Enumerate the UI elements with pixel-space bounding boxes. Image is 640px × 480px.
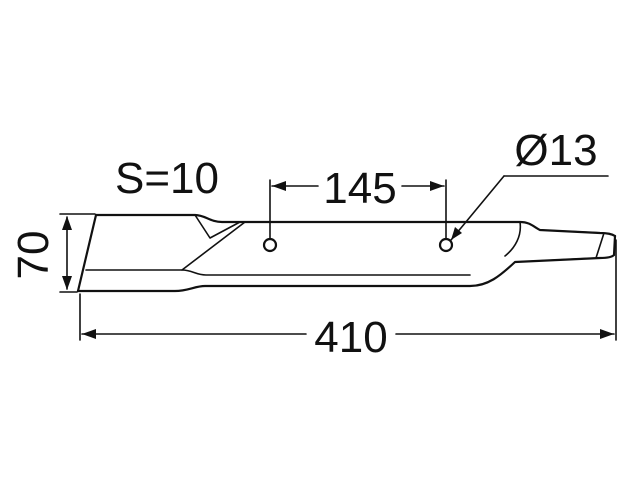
blade-twist-line-left [194,214,241,239]
blade-twist-line-lower [181,221,246,271]
hole-diameter-dimension: Ø13 [450,126,609,241]
mounting-hole-right [438,237,454,253]
width-dimension: 70 [9,213,96,293]
blade-left-bevel-line [85,269,471,276]
blade-left-end [76,213,98,293]
blade-outline [76,213,617,293]
length-dimension: 410 [79,239,617,362]
thickness-label: S=10 [115,154,219,203]
blade-bottom-edge [76,253,616,293]
blade-right-bevel [504,221,605,263]
width-arrow-bottom [62,276,72,290]
blade-top-edge [94,213,617,238]
width-label: 70 [9,231,58,280]
hole-diameter-arrow [451,227,462,240]
hole-diameter-leader [450,175,505,241]
mounting-holes [262,237,454,253]
length-label: 410 [314,313,387,362]
blade-right-end [612,234,617,257]
length-arrow-left [82,329,96,339]
mounting-hole-left [262,237,278,253]
hole-spacing-arrow-left [272,181,286,191]
hole-spacing-label: 145 [323,164,396,213]
hole-spacing-arrow-right [430,181,444,191]
hole-diameter-label: Ø13 [514,126,597,175]
hole-spacing-dimension: 145 [269,164,447,239]
width-arrow-top [62,216,72,230]
length-arrow-right [600,329,614,339]
